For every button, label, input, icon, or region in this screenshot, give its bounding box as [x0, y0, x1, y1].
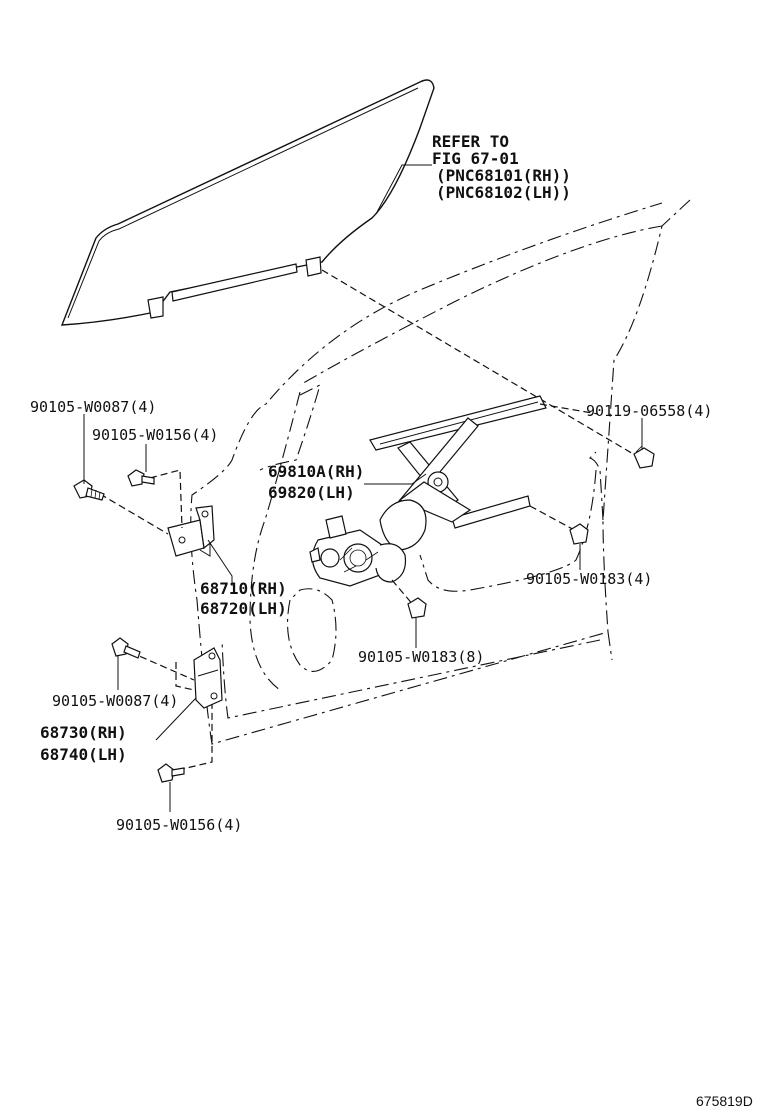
upper-hinge-leader: [207, 539, 233, 586]
upper-hinge-rh-label: 68710(RH): [200, 579, 287, 598]
refer-fig-label: FIG 67-01: [432, 149, 519, 168]
bolt-upper-hinge-b: [127, 469, 155, 487]
regulator-lh-label: 69820(LH): [268, 483, 355, 502]
figure-number: 675819D: [696, 1093, 753, 1109]
bolt-lower-hinge-a-label: 90105-W0087(4): [52, 692, 178, 710]
bolt-upper-hinge-a-label: 90105-W0087(4): [30, 398, 156, 416]
upper-hinge: [167, 505, 215, 557]
bolt-lower-hinge-b: [157, 763, 185, 783]
regulator-bolt-guide-right: [529, 505, 579, 533]
refer-to-label: REFER TO: [432, 132, 509, 151]
bolt-lower-hinge-b-label: 90105-W0156(4): [116, 816, 242, 834]
upper-hinge-lh-label: 68720(LH): [200, 599, 287, 618]
lower-hinge-lh-label: 68740(LH): [40, 745, 127, 764]
glass-bolt-guide-line: [321, 269, 641, 459]
regulator-bolt-guide-top: [539, 403, 599, 415]
refer-pnc-lh-label: (PNC68102(LH)): [436, 183, 571, 202]
bolt-glass: [633, 445, 655, 469]
bolt-regulator-bottom: [407, 597, 427, 619]
lower-hinge: [193, 647, 223, 709]
leader-refer: [375, 164, 432, 215]
bolt-lower-hinge-a: [111, 637, 141, 659]
bolt-regulator-bottom-label: 90105-W0183(8): [358, 648, 484, 666]
upper-hinge-bolt-guide-a: [99, 493, 169, 535]
lower-hinge-bolt-guide-b: [175, 662, 195, 691]
bolt-upper-hinge-b-label: 90105-W0156(4): [92, 426, 218, 444]
bolt-upper-hinge-a: [73, 479, 105, 501]
door-glass: [60, 79, 435, 326]
regulator-leader-line: [364, 473, 427, 485]
bolt-regulator-right: [569, 523, 589, 545]
bolt-glass-label: 90119-06558(4): [586, 402, 712, 420]
lower-hinge-leader: [155, 697, 197, 741]
lower-hinge-bolt-guide-c: [177, 704, 213, 771]
lower-hinge-rh-label: 68730(RH): [40, 723, 127, 742]
bolt-regulator-right-label: 90105-W0183(4): [526, 570, 652, 588]
regulator-rh-label: 69810A(RH): [268, 462, 364, 481]
window-regulator: [309, 395, 547, 587]
regulator-bolt-guide-bottom: [391, 579, 415, 607]
lower-hinge-bolt-guide-a: [129, 651, 195, 681]
door-outline: [190, 199, 691, 745]
refer-pnc-rh-label: (PNC68101(RH)): [436, 166, 571, 185]
upper-hinge-bolt-guide-b: [149, 469, 183, 529]
